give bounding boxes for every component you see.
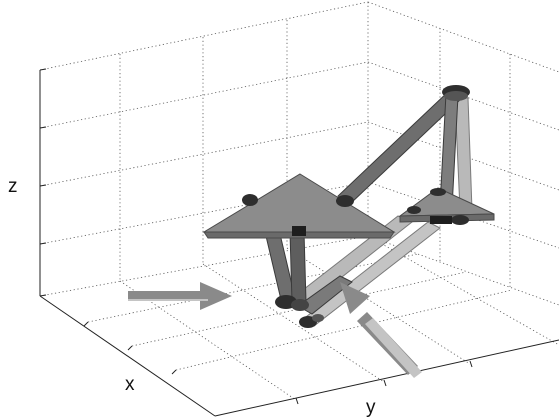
force-arrow-left <box>128 282 232 310</box>
y-axis-label: y <box>366 397 376 418</box>
dark-legs <box>265 89 463 315</box>
main-platform <box>202 173 396 239</box>
right-platform <box>398 187 495 225</box>
x-axis-label: x <box>125 374 135 395</box>
force-arrow-diagonal <box>340 282 422 378</box>
lower-joints <box>275 295 324 328</box>
axis-ticks <box>39 68 473 405</box>
axis-edges <box>39 70 559 417</box>
back-left-wall-grid <box>39 1 369 297</box>
z-axis-label: z <box>8 176 18 197</box>
robot-mechanism <box>202 85 495 328</box>
